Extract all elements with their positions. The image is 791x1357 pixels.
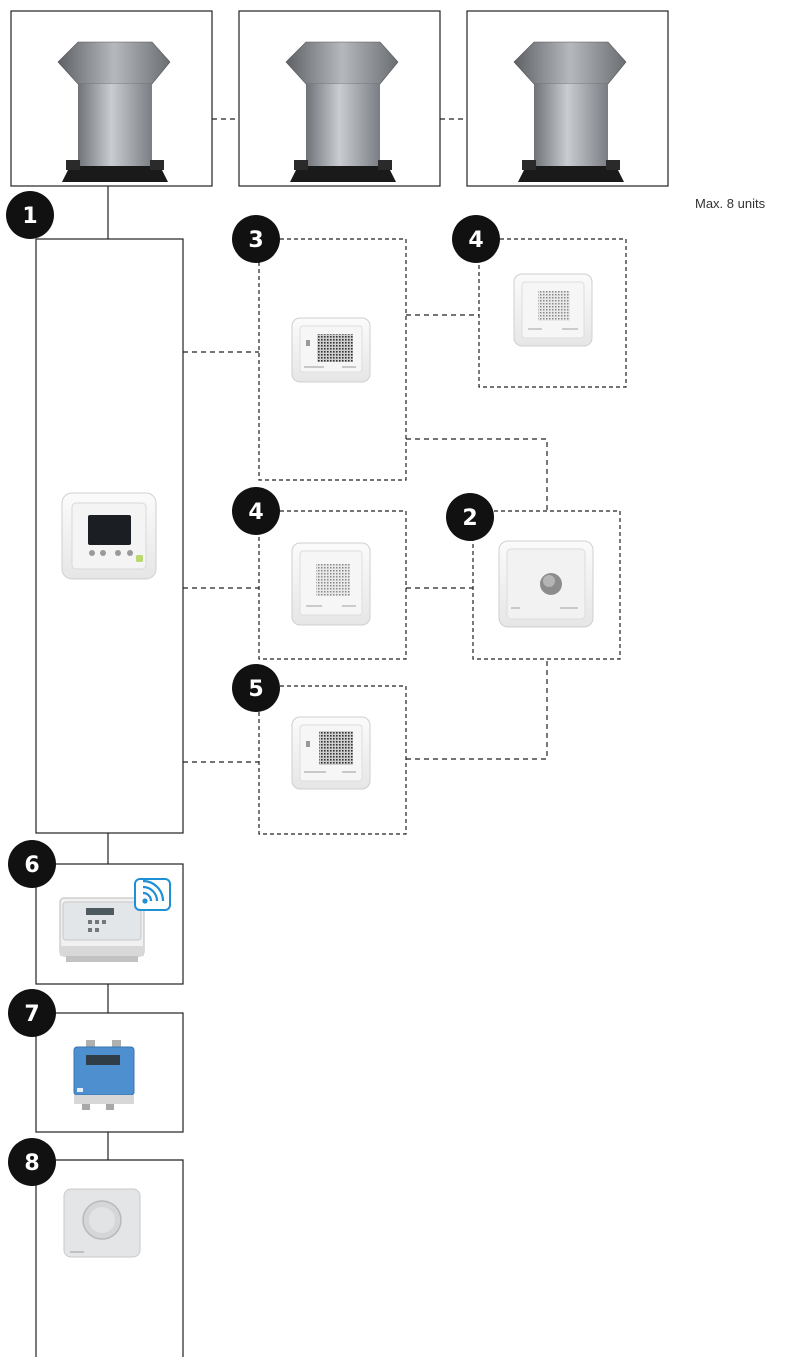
control-box-icon	[59, 897, 145, 962]
room-sensor-unit-4a	[478, 238, 627, 388]
co2-sensor-icon	[291, 716, 371, 790]
badge-8-label: 8	[24, 1151, 39, 1176]
badge-4b: 4	[232, 487, 280, 535]
room-sensor-unit-3	[258, 238, 407, 481]
fan-unit-3	[466, 10, 669, 187]
badge-6: 6	[8, 840, 56, 888]
badge-1: 1	[6, 191, 54, 239]
badge-2-label: 2	[462, 506, 477, 531]
badge-5: 5	[232, 664, 280, 712]
pressure-transmitter-icon	[73, 1040, 135, 1110]
badge-4a: 4	[452, 215, 500, 263]
badge-7: 7	[8, 989, 56, 1037]
dashed-connectors	[183, 314, 548, 763]
room-sensor-unit-4b	[258, 510, 407, 660]
roof-fan-icon	[513, 41, 627, 182]
badge-7-label: 7	[24, 1002, 39, 1027]
thermostat-icon	[63, 1188, 141, 1258]
badge-1-label: 1	[22, 204, 37, 229]
badge-3: 3	[232, 215, 280, 263]
badge-5-label: 5	[248, 677, 263, 702]
pressure-transmitter-unit-7	[35, 1012, 184, 1133]
room-sensor-icon	[291, 542, 371, 626]
controller-unit	[35, 238, 184, 834]
room-sensor-icon	[291, 317, 371, 383]
badge-4a-label: 4	[468, 228, 483, 253]
badge-4b-label: 4	[248, 500, 263, 525]
badge-3-label: 3	[248, 228, 263, 253]
thermostat-unit-8	[35, 1159, 184, 1357]
controller-display-icon	[61, 492, 157, 580]
potentiometer-icon	[498, 540, 594, 628]
co2-sensor-unit-5	[258, 685, 407, 835]
fan-unit-1	[10, 10, 213, 187]
badge-6-label: 6	[24, 853, 39, 878]
control-box-unit-6	[35, 863, 184, 985]
room-sensor-icon	[513, 273, 593, 347]
wifi-icon	[134, 878, 171, 911]
roof-fan-icon	[57, 41, 171, 182]
fan-unit-2	[238, 10, 441, 187]
badge-2: 2	[446, 493, 494, 541]
roof-fan-icon	[285, 41, 399, 182]
potentiometer-unit-2	[472, 510, 621, 660]
max-units-label: Max. 8 units	[695, 196, 766, 211]
badge-8: 8	[8, 1138, 56, 1186]
